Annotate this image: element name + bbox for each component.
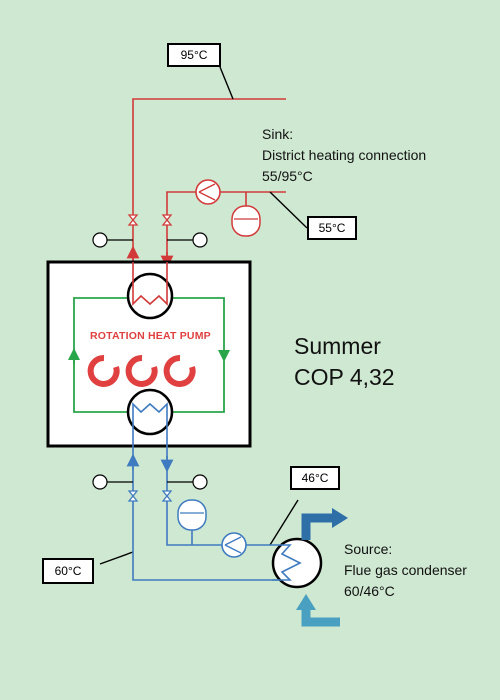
sink-hot-line — [132, 98, 286, 262]
rotation-symbol-icon — [87, 354, 196, 387]
sink-heading: Sink: — [262, 126, 294, 142]
source-hot-line — [126, 446, 282, 581]
hot-side-arrows — [126, 245, 174, 269]
thermometer-icon — [92, 474, 208, 490]
sink-return-temp-label: 55°C — [307, 216, 357, 240]
sink-temp-range: 55/95°C — [262, 168, 313, 184]
sink-description: District heating connection — [262, 147, 427, 163]
sink-valve-icon — [127, 214, 173, 226]
flue-gas-condenser-icon — [271, 537, 323, 589]
source-temp-range: 60/46°C — [344, 583, 395, 599]
source-in-temp-label: 60°C — [42, 558, 94, 584]
source-heading: Source: — [344, 541, 393, 557]
sink-supply-temp-label: 95°C — [167, 43, 221, 67]
cop-label: COP 4,32 — [294, 364, 395, 390]
source-pump-icon — [221, 532, 247, 558]
sink-pump-icon — [195, 179, 221, 205]
source-out-temp-label: 46°C — [290, 466, 340, 490]
flue-gas-inlet-arrow-icon — [296, 594, 340, 627]
label-leader-lines — [99, 66, 308, 565]
source-return-line — [160, 446, 272, 546]
evaporator-icon — [126, 388, 174, 446]
sink-return-line — [166, 191, 286, 262]
condenser-icon — [126, 262, 174, 320]
thermometer-icon — [92, 232, 208, 248]
season-label: Summer — [294, 333, 381, 359]
flue-gas-outlet-arrow-icon — [301, 508, 348, 540]
sink-expansion-vessel-icon — [231, 205, 261, 237]
heat-pump-title: ROTATION HEAT PUMP — [90, 330, 211, 342]
source-valve-icon — [127, 490, 173, 502]
source-expansion-vessel-icon — [177, 499, 207, 531]
source-description: Flue gas condenser — [344, 562, 467, 578]
